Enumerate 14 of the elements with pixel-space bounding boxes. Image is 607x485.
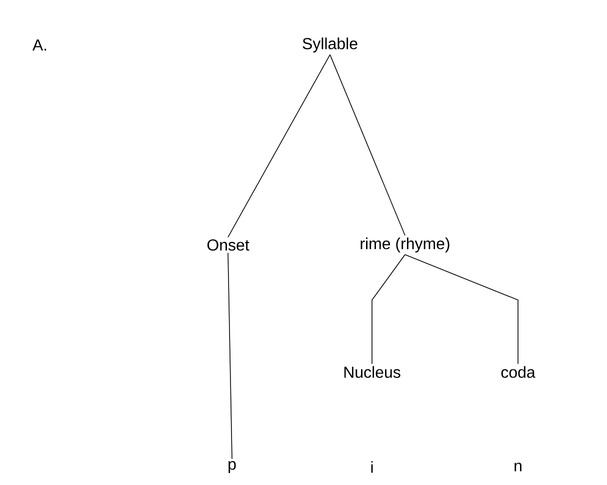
tree-node-label: rime (rhyme): [360, 238, 450, 252]
tree-node-label: i: [371, 461, 373, 473]
tree-node-label: p: [228, 461, 236, 473]
tree-branch: [372, 254, 406, 364]
panel-label: A.: [32, 40, 46, 50]
tree-branch: [404, 254, 518, 364]
tree-node-label: Nucleus: [344, 366, 400, 378]
tree-node-label: Syllable: [302, 38, 358, 52]
tree-branch: [228, 54, 330, 238]
tree-node-label: n: [514, 462, 522, 472]
tree-node-label: Onset: [207, 239, 250, 251]
tree-node-label: coda: [501, 366, 536, 378]
tree-branch: [330, 54, 406, 236]
tree-branch: [228, 252, 232, 460]
